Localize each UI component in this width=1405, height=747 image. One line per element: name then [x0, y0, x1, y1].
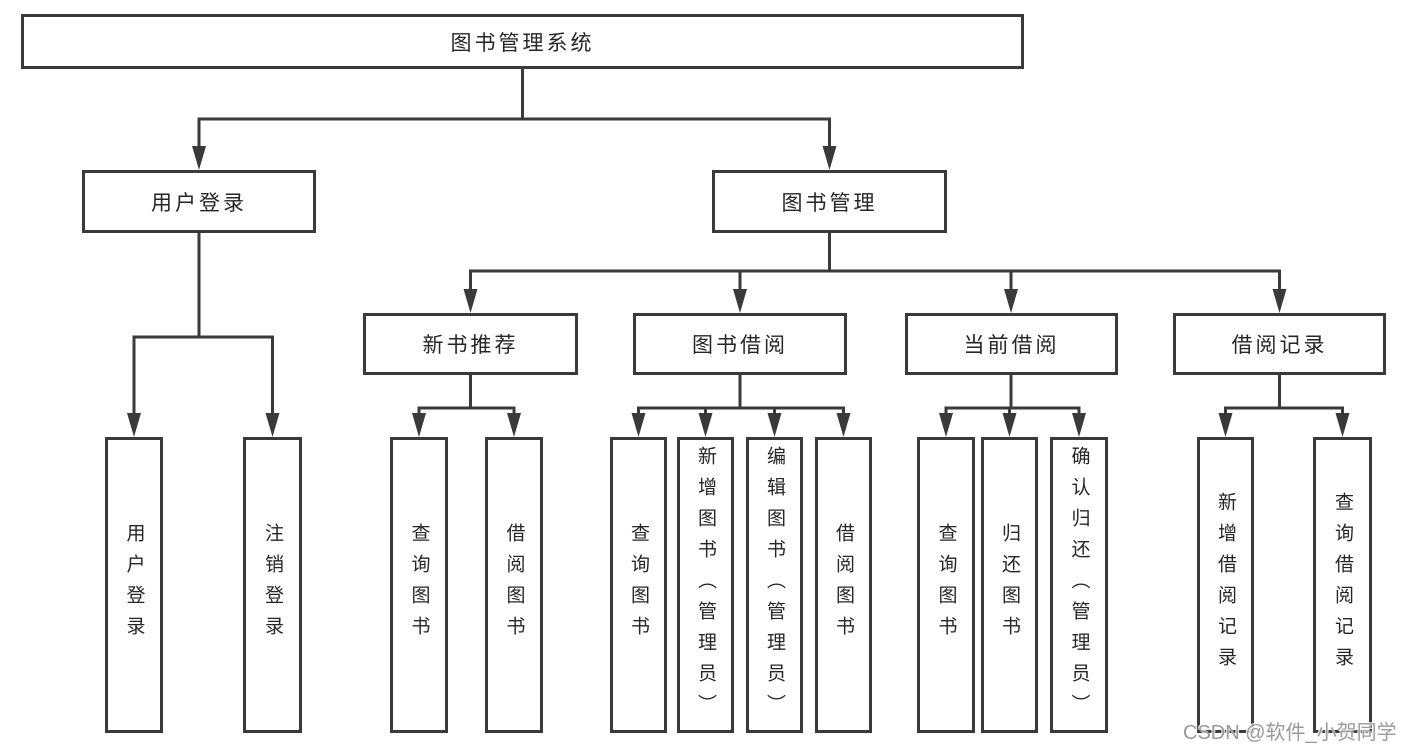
node-book-management: 图书管理 — [712, 170, 947, 233]
arrowhead-icon — [1335, 413, 1350, 437]
arrowhead-icon — [939, 413, 953, 437]
connector-root-to-level2 — [197, 69, 831, 150]
connector-current-to-leaves — [944, 375, 1081, 418]
leaf-user-login: 用户登录 — [105, 437, 163, 733]
leaf-current-query-books: 查询图书 — [917, 437, 975, 733]
arrowhead-icons — [127, 146, 1350, 437]
arrowhead-icon — [822, 146, 837, 170]
arrowhead-icon — [631, 413, 646, 437]
arrowhead-icon — [192, 146, 206, 170]
arrowhead-icon — [463, 289, 478, 313]
leaf-current-return-books: 归还图书 — [981, 437, 1038, 733]
node-current-borrowing: 当前借阅 — [905, 313, 1118, 375]
leaf-borrowing-query-books: 查询图书 — [610, 437, 667, 733]
connector-bookmgmt-to-level3 — [469, 233, 1281, 293]
arrowhead-icon — [412, 413, 426, 437]
leaf-borrowing-borrow-books: 借阅图书 — [815, 437, 872, 733]
arrowhead-icon — [127, 413, 141, 437]
leaf-records-add-record: 新增借阅记录 — [1197, 437, 1254, 733]
arrowhead-icon — [698, 413, 713, 437]
connector-records-to-leaves — [1224, 375, 1344, 418]
arrowhead-icon — [1002, 413, 1017, 437]
arrowhead-icon — [733, 289, 747, 313]
leaf-borrowing-add-books-admin: 新增图书（管理员） — [677, 437, 734, 733]
arrowhead-icon — [1004, 289, 1018, 313]
watermark: CSDN @软件_小贺同学 — [1183, 722, 1397, 744]
arrowhead-icon — [836, 413, 851, 437]
leaf-recommend-query-books: 查询图书 — [390, 437, 448, 733]
arrowhead-icon — [1072, 413, 1086, 437]
node-borrowing-records: 借阅记录 — [1173, 313, 1386, 375]
leaf-current-confirm-return-admin: 确认归还（管理员） — [1050, 437, 1108, 733]
node-user-login: 用户登录 — [82, 170, 316, 233]
arrowhead-icon — [1218, 413, 1233, 437]
leaf-recommend-borrow-books: 借阅图书 — [485, 437, 543, 733]
node-root: 图书管理系统 — [21, 14, 1024, 69]
leaf-records-query-record: 查询借阅记录 — [1313, 437, 1372, 733]
node-book-borrowing: 图书借阅 — [633, 313, 847, 375]
connector-userlogin-to-leaves — [132, 233, 274, 418]
arrowhead-icon — [767, 413, 782, 437]
connector-borrowing-to-leaves — [637, 375, 845, 418]
arrowhead-icon — [1272, 289, 1287, 313]
leaf-logout-login: 注销登录 — [243, 437, 302, 733]
leaf-borrowing-edit-books-admin: 编辑图书（管理员） — [746, 437, 803, 733]
connector-recommend-to-leaves — [417, 375, 516, 418]
arrowhead-icon — [507, 413, 521, 437]
arrowhead-icon — [265, 413, 280, 437]
node-new-book-recommend: 新书推荐 — [363, 313, 578, 375]
